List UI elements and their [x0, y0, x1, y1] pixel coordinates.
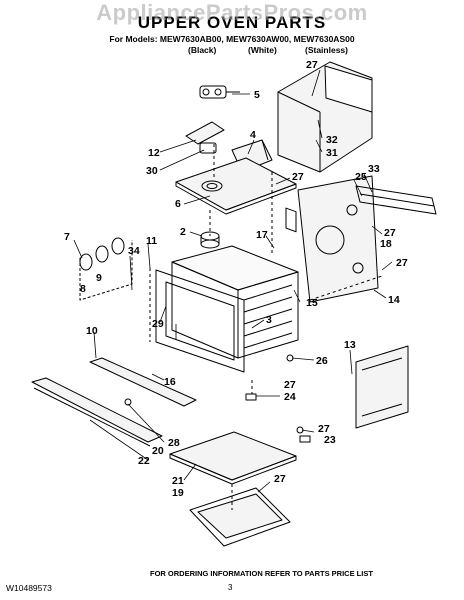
finish-black: (Black)	[188, 45, 217, 55]
finish-stainless: (Stainless)	[305, 45, 348, 55]
part-label: 34	[128, 245, 140, 257]
part-label: 24	[284, 391, 296, 403]
part-label: 22	[138, 455, 150, 467]
top-rail	[355, 185, 437, 215]
part-label: 13	[344, 339, 356, 351]
part-label: 29	[152, 318, 164, 330]
models-line: For Models: MEW7630AB00, MEW7630AW00, ME…	[109, 34, 355, 44]
part-label: 31	[326, 147, 338, 159]
part-label: 3	[266, 314, 272, 326]
part-label: 7	[64, 231, 70, 243]
part-label: 20	[152, 445, 164, 457]
oven-cavity	[171, 245, 299, 359]
part-label: 27	[306, 59, 318, 71]
assembly-guides	[149, 144, 383, 510]
part-label: 19	[172, 487, 184, 499]
part-label: 25	[355, 171, 367, 183]
part-number-labels: 5 27 4 32 31 12 30 27 33 25 6 2 17 27 18…	[64, 59, 408, 499]
part-label: 10	[86, 325, 98, 337]
part-label: 21	[172, 475, 184, 487]
part-label: 18	[380, 238, 392, 250]
part-label: 15	[306, 297, 318, 309]
part-label: 23	[324, 434, 336, 446]
part-label: 6	[175, 198, 181, 210]
part-label: 27	[318, 423, 330, 435]
part-label: 32	[326, 134, 338, 146]
bottom-plate	[169, 431, 297, 485]
page-title: UPPER OVEN PARTS	[137, 13, 327, 32]
sensor-part	[199, 85, 240, 99]
part-label: 11	[146, 235, 157, 247]
vent-parts	[185, 121, 225, 154]
leader-lines	[73, 69, 393, 493]
part-label: 27	[274, 473, 286, 485]
part-label: 8	[80, 283, 86, 295]
small-hardware	[124, 354, 311, 443]
part-label: 4	[250, 129, 256, 141]
part-label: 28	[168, 437, 180, 449]
part-label: 27	[284, 379, 296, 391]
part-label: 9	[96, 272, 102, 284]
rear-panel	[277, 61, 373, 233]
side-panel	[297, 175, 379, 303]
part-label: 17	[256, 229, 268, 241]
part-label: 27	[384, 227, 396, 239]
part-label: 5	[254, 89, 260, 101]
part-label: 12	[148, 147, 160, 159]
trim-strip	[89, 357, 197, 407]
ordering-note: FOR ORDERING INFORMATION REFER TO PARTS …	[150, 569, 373, 578]
part-label: 2	[180, 226, 186, 238]
part-label: 27	[396, 257, 408, 269]
part-label: 26	[316, 355, 328, 367]
part-label: 16	[164, 376, 176, 388]
top-plate	[175, 157, 297, 215]
part-label: 30	[146, 165, 158, 177]
document-number: W10489573	[6, 583, 52, 593]
front-frame	[155, 269, 245, 373]
control-knobs	[79, 237, 133, 301]
finish-white: (White)	[248, 45, 277, 55]
side-trim	[355, 345, 409, 429]
kick-panel	[31, 377, 163, 447]
part-label: 27	[292, 171, 304, 183]
fitting	[200, 231, 220, 249]
page-number: 3	[228, 583, 233, 592]
part-label: 14	[388, 294, 400, 306]
bottom-pan	[189, 487, 291, 547]
part-label: 33	[368, 163, 380, 175]
